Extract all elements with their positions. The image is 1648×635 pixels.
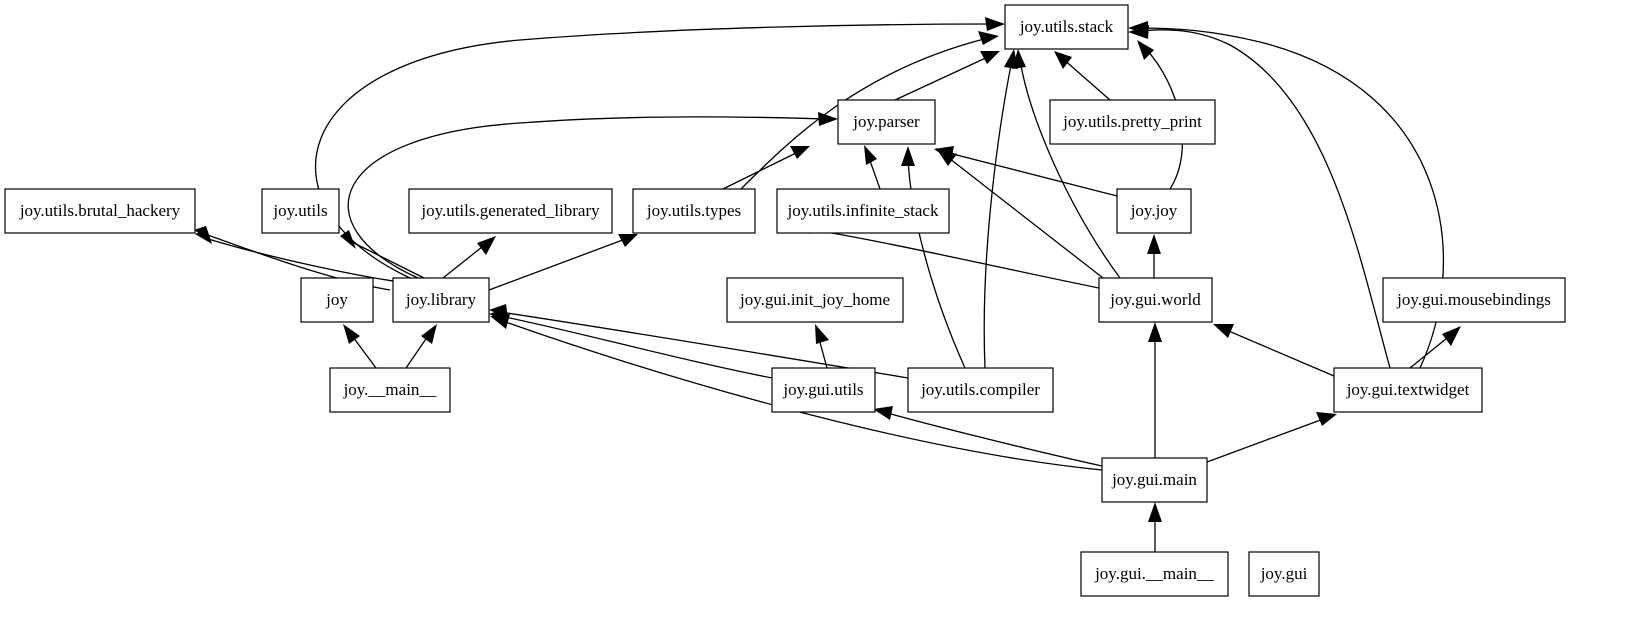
arrowhead	[618, 234, 638, 247]
node-label: joy.gui.__main__	[1094, 564, 1214, 583]
node-label: joy.gui.mousebindings	[1396, 290, 1551, 309]
arrowhead	[901, 146, 915, 166]
node-joy[interactable]: joy	[300, 277, 374, 323]
arrowhead	[421, 324, 437, 344]
node-joy.joy[interactable]: joy.joy	[1116, 188, 1192, 234]
arrowhead	[1148, 322, 1162, 342]
edge-joy.library-to-joy.utils.brutal_hackery	[204, 237, 401, 283]
arrowhead	[1148, 502, 1162, 522]
edge-joy.library-to-joy.utils.stack	[314, 23, 995, 279]
arrowhead	[985, 17, 1005, 31]
node-label: joy.parser	[852, 112, 920, 131]
node-joy.gui.textwidget[interactable]: joy.gui.textwidget	[1333, 367, 1483, 413]
edge-joy.gui.textwidget-to-joy.gui.world	[1223, 328, 1335, 377]
node-joy.gui.__main__[interactable]: joy.gui.__main__	[1080, 551, 1229, 597]
edge-joy.gui.textwidget-to-joy.gui.mousebindings	[1409, 333, 1453, 369]
arrowhead	[1137, 40, 1154, 60]
node-joy.utils.types[interactable]: joy.utils.types	[632, 188, 756, 234]
arrowhead	[477, 236, 496, 255]
edge-joy.parser-to-joy.utils.stack	[894, 55, 991, 101]
node-label: joy.gui	[1260, 564, 1308, 583]
edge-joy.library-to-joy.parser	[347, 116, 829, 279]
node-joy.utils.brutal_hackery[interactable]: joy.utils.brutal_hackery	[4, 188, 196, 234]
nodes-layer: joy.utils.stack joy.parser joy.utils.pre…	[4, 4, 1566, 597]
edge-joy.gui.main-to-joy.gui.utils	[883, 411, 1103, 467]
edge-joy.gui.main-to-joy.gui.textwidget	[1206, 417, 1327, 463]
edge-joy.utils.pretty_print-to-joy.utils.stack	[1061, 57, 1111, 101]
arrowhead	[790, 146, 810, 159]
arrowhead	[978, 31, 999, 45]
node-joy.utils.stack[interactable]: joy.utils.stack	[1004, 4, 1129, 50]
node-label: joy.utils.pretty_print	[1062, 112, 1202, 131]
edge-joy.utils.compiler-to-joy.utils.stack	[983, 59, 1013, 369]
node-label: joy	[325, 290, 348, 309]
node-label: joy.utils	[272, 201, 327, 220]
arrowhead	[936, 148, 957, 166]
arrowhead	[980, 51, 1000, 64]
edge-joy.gui.textwidget-to-joy.joy	[1138, 29, 1391, 369]
arrowhead	[1147, 234, 1161, 254]
edge-joy.library-to-joy.utils.generated_library	[442, 242, 488, 279]
arrowhead	[1213, 324, 1234, 338]
node-joy.gui[interactable]: joy.gui	[1248, 551, 1320, 597]
node-joy.gui.world[interactable]: joy.gui.world	[1098, 277, 1213, 323]
arrowhead	[1442, 326, 1461, 346]
node-joy.gui.utils[interactable]: joy.gui.utils	[771, 367, 876, 413]
arrowhead	[1004, 49, 1018, 69]
edge-joy.gui.world-to-joy.parser	[944, 154, 1104, 279]
node-joy.utils[interactable]: joy.utils	[261, 188, 340, 234]
node-joy.gui.mousebindings[interactable]: joy.gui.mousebindings	[1382, 277, 1566, 323]
node-label: joy.utils.stack	[1019, 17, 1114, 36]
node-label: joy.utils.infinite_stack	[787, 201, 939, 220]
node-label: joy.joy	[1130, 201, 1178, 220]
edge-joy.utils.types-to-joy.parser	[722, 150, 801, 190]
node-label: joy.utils.generated_library	[420, 201, 600, 220]
node-joy.utils.generated_library[interactable]: joy.utils.generated_library	[408, 188, 613, 234]
arrowhead	[1054, 51, 1072, 69]
node-joy.__main__[interactable]: joy.__main__	[329, 367, 451, 413]
arrowhead	[873, 406, 893, 420]
node-joy.library[interactable]: joy.library	[392, 277, 490, 323]
node-label: joy.utils.types	[646, 201, 741, 220]
edge-joy.gui.utils-to-joy.library	[499, 315, 773, 379]
arrowhead	[864, 145, 877, 165]
node-label: joy.gui.textwidget	[1346, 380, 1470, 399]
node-label: joy.gui.init_joy_home	[739, 290, 890, 309]
node-label: joy.gui.main	[1111, 470, 1197, 489]
arrowhead	[490, 314, 510, 329]
arrowhead	[818, 112, 838, 126]
edge-joy.library-to-joy.utils	[349, 240, 425, 279]
edge-joy.library-to-joy.utils.types	[488, 237, 629, 291]
edge-joy.gui.world-to-joy.utils.stack	[1019, 59, 1121, 279]
node-joy.utils.infinite_stack[interactable]: joy.utils.infinite_stack	[776, 188, 950, 234]
edge-joy.utils.types-to-joy.utils.stack	[740, 37, 989, 190]
arrowhead	[815, 324, 829, 344]
arrowhead	[194, 226, 211, 241]
node-label: joy.library	[405, 290, 477, 309]
node-joy.utils.pretty_print[interactable]: joy.utils.pretty_print	[1049, 99, 1216, 145]
arrowhead	[340, 230, 356, 249]
node-joy.gui.init_joy_home[interactable]: joy.gui.init_joy_home	[726, 277, 904, 323]
edge-joy.utils.compiler-to-joy.parser	[907, 156, 966, 369]
arrowhead	[1128, 25, 1149, 39]
node-joy.utils.compiler[interactable]: joy.utils.compiler	[907, 367, 1054, 413]
node-joy.parser[interactable]: joy.parser	[837, 99, 936, 145]
node-label: joy.gui.utils	[782, 380, 863, 399]
node-label: joy.__main__	[343, 380, 437, 399]
arrowhead	[343, 324, 360, 344]
edge-joy.joy-to-joy.parser	[944, 151, 1118, 197]
arrowhead	[1316, 412, 1337, 426]
node-joy.gui.main[interactable]: joy.gui.main	[1101, 457, 1208, 503]
node-label: joy.utils.compiler	[920, 380, 1040, 399]
node-label: joy.gui.world	[1109, 290, 1201, 309]
node-label: joy.utils.brutal_hackery	[19, 201, 181, 220]
